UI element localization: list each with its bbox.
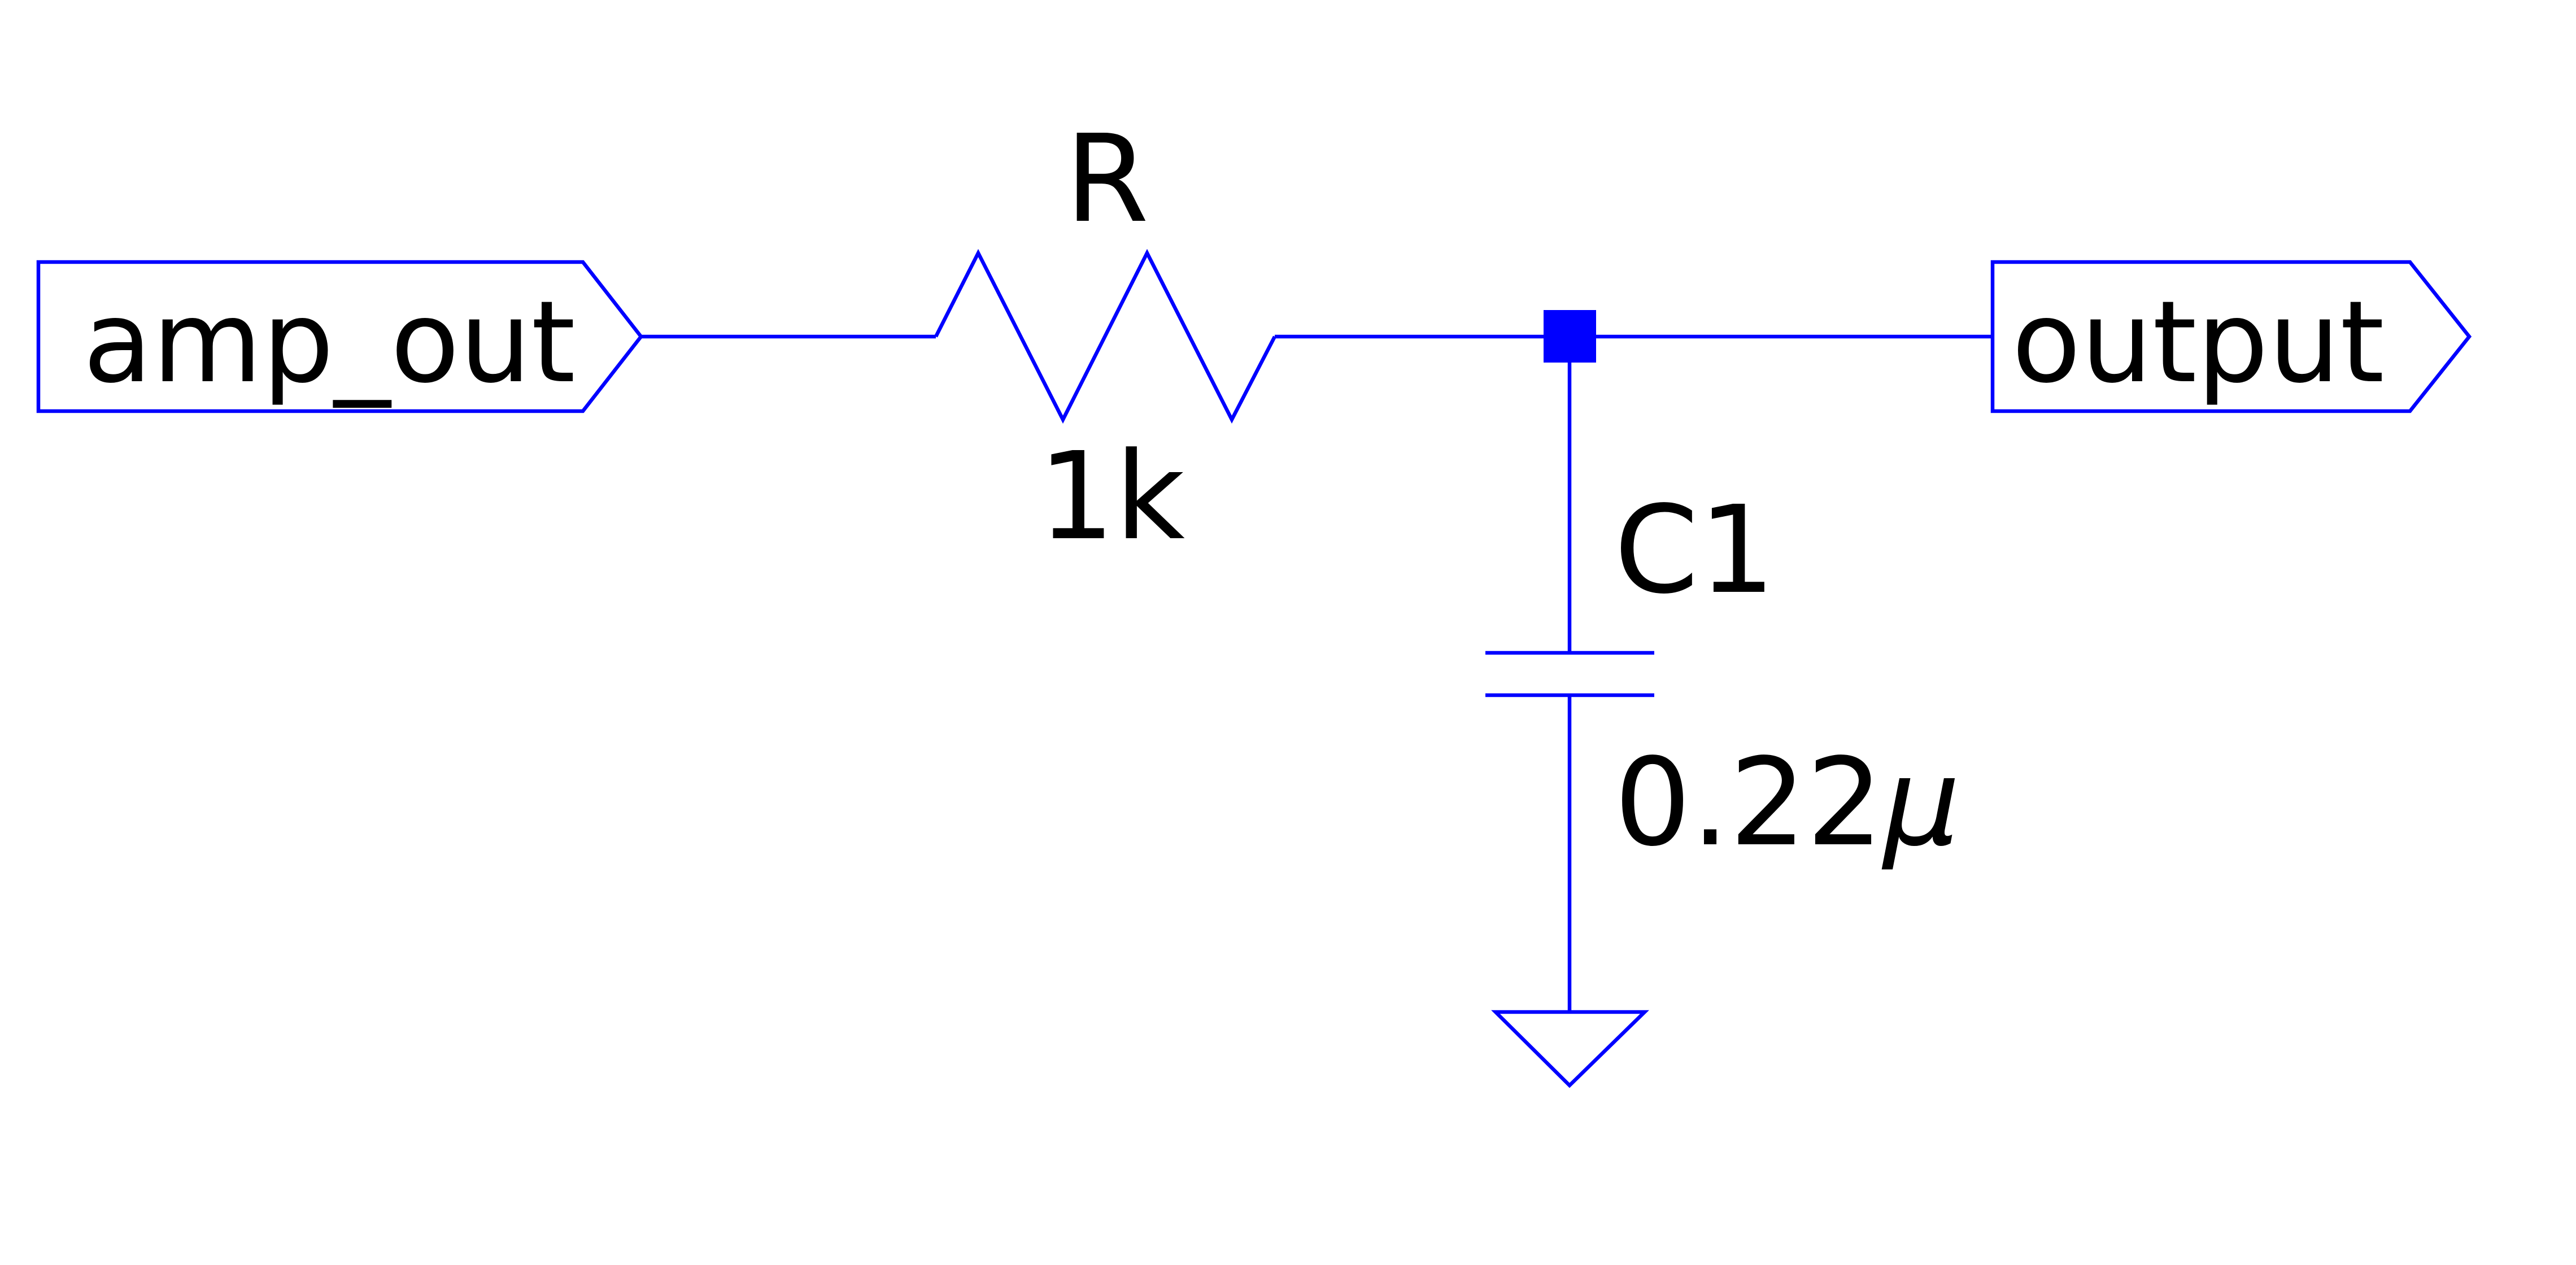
resistor-zigzag-icon xyxy=(934,248,1276,424)
port-output-label: output xyxy=(2012,277,2385,408)
capacitor-ref-label: C1 xyxy=(1614,480,1776,621)
capacitor-c1[interactable]: C1 0.22μ xyxy=(1485,480,1960,873)
port-output[interactable]: output xyxy=(1990,260,2472,413)
port-amp-out[interactable]: amp_out xyxy=(36,260,644,413)
capacitor-value-label: 0.22μ xyxy=(1614,732,1960,873)
resistor-value-label: 1k xyxy=(1038,426,1185,567)
junction-dot-icon xyxy=(1544,310,1596,363)
ground-icon xyxy=(1491,1010,1649,1088)
capacitor-value-number: 0.22 xyxy=(1614,732,1883,873)
resistor-ref-label: R xyxy=(1065,109,1149,250)
port-amp-out-label: amp_out xyxy=(83,277,576,408)
capacitor-value-unit: μ xyxy=(1881,732,1960,873)
port-output-box xyxy=(1990,260,2472,413)
port-amp-out-box xyxy=(36,260,644,413)
resistor-r[interactable]: R 1k xyxy=(934,109,1276,567)
